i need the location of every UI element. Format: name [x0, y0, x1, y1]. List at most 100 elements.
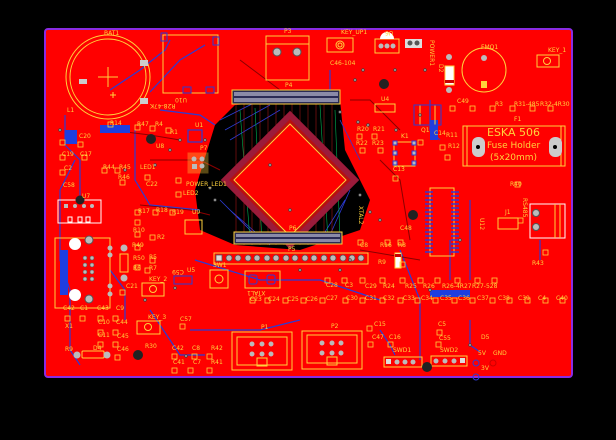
label-c16: C16 [389, 334, 401, 341]
fuse-text-line1: ESKA 506 [487, 126, 540, 139]
fuse-text-line2: Fuse Holder [487, 141, 541, 151]
label-r31: R31-485 [514, 101, 540, 108]
buzzer-fmq1 [461, 47, 507, 93]
label-j1: J1 [505, 209, 511, 216]
label-c39: C39 [518, 295, 530, 302]
label-u9: U9 [192, 209, 201, 216]
label-r5: R5 [149, 254, 157, 261]
label-r14: R14 [110, 120, 122, 127]
label-r47: R47 [137, 121, 149, 128]
label-tp-5v: 5V [478, 350, 486, 357]
smd-pads [59, 105, 566, 374]
connector-p2 [301, 330, 363, 370]
diode-d1 [394, 252, 402, 269]
label-key-1: KEY_1 [548, 47, 567, 54]
label-r10: R10 [133, 227, 145, 234]
label-c34: C34 [421, 295, 433, 302]
label-c20: C20 [79, 133, 91, 140]
label-c8-top: C8 [360, 242, 369, 249]
label-p3: P3 [284, 28, 292, 35]
label-c27: C27 [326, 295, 338, 302]
label-c37: C37 [477, 295, 489, 302]
label-c44: C44 [116, 319, 128, 326]
label-r44: R44 [103, 164, 115, 171]
label-r22: R22 [356, 140, 368, 147]
label-c4: C4 [538, 295, 547, 302]
label-c21: C21 [126, 283, 138, 290]
label-c5: C5 [438, 321, 447, 328]
label-u7: U7 [82, 193, 91, 200]
label-sw1: SW1 [213, 262, 227, 269]
label-p1: P1 [261, 324, 269, 331]
label-r23: R23 [372, 140, 384, 147]
label-r26: R26 [423, 283, 435, 290]
label-tp-gnd: GND [493, 350, 507, 357]
diode-d4 [73, 350, 111, 359]
label-r45: R45 [119, 164, 131, 171]
label-r46: R46 [118, 174, 130, 181]
label-swd1: SWD1 [393, 347, 412, 354]
label-c46b: C46 [117, 346, 129, 353]
label-c23: C23 [250, 296, 262, 303]
label-r2: R2 [157, 234, 165, 241]
label-c19: C19 [62, 151, 74, 158]
usb-connector [54, 235, 113, 309]
header-swd2 [430, 355, 468, 367]
label-rs485: RS485 [521, 198, 528, 218]
power1-header [405, 39, 422, 48]
label-d2: D2 [437, 64, 444, 73]
label-r25: R25 [405, 283, 417, 290]
label-key-2: KEY_2 [149, 276, 168, 283]
label-c14: C14 [434, 130, 446, 137]
label-x1: X1 [65, 323, 73, 330]
label-bat1: BAT1 [104, 30, 120, 37]
label-c28: C28 [326, 282, 338, 289]
label-c25: C25 [287, 296, 299, 303]
label-r12: R12 [448, 143, 460, 150]
label-power1: POWER1 [428, 40, 435, 67]
label-p6: P6 [289, 225, 297, 232]
label-r17: R17 [138, 208, 150, 215]
label-c42: C42 [63, 305, 75, 312]
label-c36: C36 [458, 295, 470, 302]
label-p7: P7 [200, 145, 208, 152]
label-r9-top: R9 [378, 259, 386, 266]
label-tp-3v: 3V [481, 365, 489, 372]
label-c45: C45 [117, 333, 129, 340]
label-led2: LED2 [183, 190, 199, 197]
label-c22: C22 [146, 181, 158, 188]
label-r8: R8 [398, 242, 406, 249]
key-3 [136, 320, 161, 335]
label-d4: D4 [93, 345, 102, 352]
ic-u9 [184, 219, 203, 235]
sd-card-u10 [160, 32, 220, 94]
label-c7: C7 [193, 359, 202, 366]
label-l1: L1 [67, 107, 75, 114]
label-c35: C35 [440, 295, 452, 302]
label-r26b: R26-4R27 [442, 283, 472, 290]
mounting-holes [75, 79, 418, 360]
label-key-up1: KEY_UP1 [341, 29, 368, 36]
key-up1 [326, 37, 354, 53]
test-points [472, 359, 497, 381]
label-c57: C57 [180, 316, 192, 323]
label-c40: C40 [556, 295, 568, 302]
label-c55: C55 [439, 335, 451, 342]
label-r3: R3 [495, 101, 503, 108]
label-u10-value: R28-47K [150, 102, 176, 109]
label-u1: U1 [195, 122, 204, 129]
ic-u5 [173, 275, 193, 285]
label-p2: P2 [331, 323, 339, 330]
connector-p3 [265, 35, 310, 81]
connector-p1 [231, 331, 293, 371]
header-p6 [233, 231, 343, 245]
switch-sw1 [209, 269, 229, 289]
label-p5: P5 [288, 246, 296, 253]
label-c31: C31 [365, 295, 377, 302]
vias [58, 68, 472, 358]
relay-k1 [392, 140, 417, 167]
crystal-xtal1 [244, 270, 281, 289]
switch-s3 [119, 244, 129, 282]
label-d5: D5 [481, 334, 490, 341]
label-r24: R24 [383, 283, 395, 290]
